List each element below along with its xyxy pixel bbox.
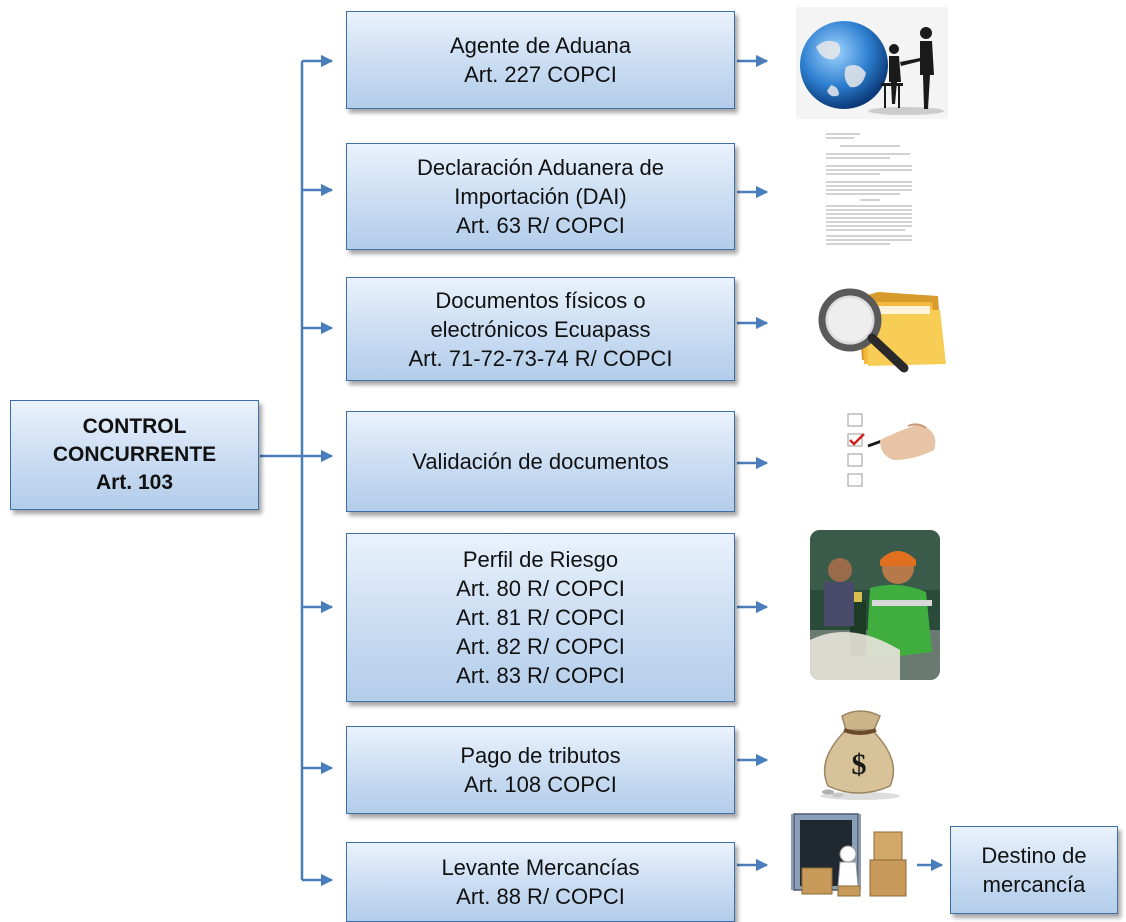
step-line: electrónicos Ecuapass xyxy=(430,316,651,342)
agente-aduana-box: Agente de Aduana Art. 227 COPCI xyxy=(346,11,735,109)
root-line: Art. 103 xyxy=(95,471,174,494)
pago-tributos-box: Pago de tributos Art. 108 COPCI xyxy=(346,726,735,814)
validacion-documentos-box: Validación de documentos xyxy=(346,411,735,512)
step-line: Art. 80 R/ COPCI xyxy=(456,576,625,601)
step-line: Declaración Aduanera de xyxy=(416,155,665,180)
step-line: Art. 227 COPCI xyxy=(464,62,617,87)
step-line: Art. 88 R/ COPCI xyxy=(456,884,625,909)
step-line: Art. 83 R/ COPCI xyxy=(456,663,625,688)
document-icon xyxy=(820,128,920,250)
step-line: Art. 71-72-73-74 R/ COPCI xyxy=(408,345,673,371)
step-line: Art. 108 COPCI xyxy=(464,772,617,797)
documentos-ecuapass-box: Documentos físicos o electrónicos Ecuapa… xyxy=(346,277,735,381)
step-line: Art. 63 R/ COPCI xyxy=(456,213,625,238)
globe-handshake-icon xyxy=(796,7,948,119)
inspection-photo-icon xyxy=(810,530,940,680)
checklist-icon xyxy=(800,412,942,498)
root-line: CONCURRENTE xyxy=(52,443,217,466)
folders-magnifier-icon xyxy=(806,278,952,376)
container-boxes-icon xyxy=(788,808,916,908)
perfil-riesgo-box: Perfil de Riesgo Art. 80 R/ COPCI Art. 8… xyxy=(346,533,735,702)
destination-line: mercancía xyxy=(982,872,1086,897)
step-line: Pago de tributos xyxy=(460,743,621,768)
svg-text:$: $ xyxy=(852,748,867,781)
money-bag-icon: $ xyxy=(808,700,914,802)
step-line: Levante Mercancías xyxy=(441,855,640,880)
step-line: Perfil de Riesgo xyxy=(462,547,619,572)
root-line: CONTROL xyxy=(82,415,187,438)
destination-line: Destino de xyxy=(981,843,1087,868)
step-line: Art. 82 R/ COPCI xyxy=(456,634,625,659)
dai-box: Declaración Aduanera de Importación (DAI… xyxy=(346,143,735,250)
step-line: Importación (DAI) xyxy=(454,184,627,209)
step-line: Validación de documentos xyxy=(412,449,669,474)
step-line: Documentos físicos o xyxy=(435,287,646,313)
levante-mercancias-box: Levante Mercancías Art. 88 R/ COPCI xyxy=(346,842,735,922)
step-line: Art. 81 R/ COPCI xyxy=(456,605,625,630)
step-line: Agente de Aduana xyxy=(449,33,632,58)
destino-mercancia-box: Destino de mercancía xyxy=(950,826,1118,914)
control-concurrente-box: CONTROL CONCURRENTE Art. 103 xyxy=(10,400,259,510)
